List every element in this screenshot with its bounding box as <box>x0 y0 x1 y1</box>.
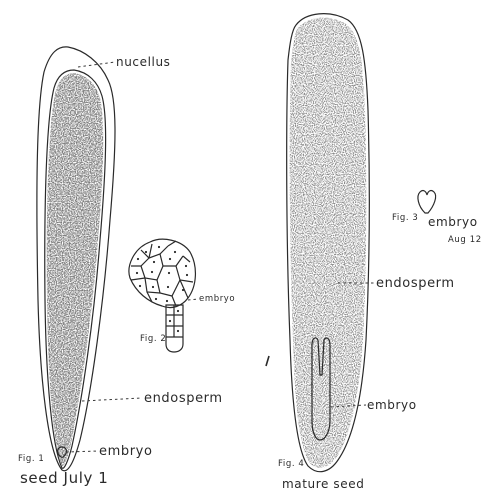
fig1-embryo-label: embryo <box>99 444 153 459</box>
fig4-endosperm-label: endosperm <box>376 276 455 291</box>
stray-ink-mark <box>266 356 269 366</box>
fig2-embryo-body <box>129 239 195 307</box>
fig3-embryo-shape <box>418 191 436 213</box>
fig4-caption: mature seed <box>282 477 364 491</box>
fig1-nucellus-label: nucellus <box>116 55 171 69</box>
figure-1: nucellus endosperm embryo Fig. 1 seed Ju… <box>18 47 223 487</box>
fig3-date-label: Aug 12 <box>448 235 482 245</box>
fig4-figure-label: Fig. 4 <box>278 459 304 469</box>
fig2-cell-walls <box>131 241 193 306</box>
fig1-endosperm-label: endosperm <box>144 391 223 406</box>
fig2-embryo-leader <box>188 299 198 300</box>
fig1-figure-label: Fig. 1 <box>18 454 44 464</box>
fig4-embryo-label: embryo <box>367 398 417 412</box>
fig4-endosperm-stipple <box>290 18 367 468</box>
figure-2: embryo Fig. 2 <box>129 239 235 352</box>
fig1-caption: seed July 1 <box>20 469 108 487</box>
fig1-endosperm-leader <box>82 398 142 401</box>
fig2-figure-label: Fig. 2 <box>140 334 166 344</box>
figure-3: Fig. 3 embryo Aug 12 <box>392 191 482 245</box>
fig3-figure-label: Fig. 3 <box>392 213 418 223</box>
figure-4: endosperm embryo Fig. 4 mature seed <box>278 14 455 491</box>
fig3-embryo-label: embryo <box>428 215 478 229</box>
fig2-embryo-label: embryo <box>199 294 235 304</box>
fig1-endosperm-stipple <box>47 73 103 466</box>
fig2-nuclei <box>136 246 188 332</box>
